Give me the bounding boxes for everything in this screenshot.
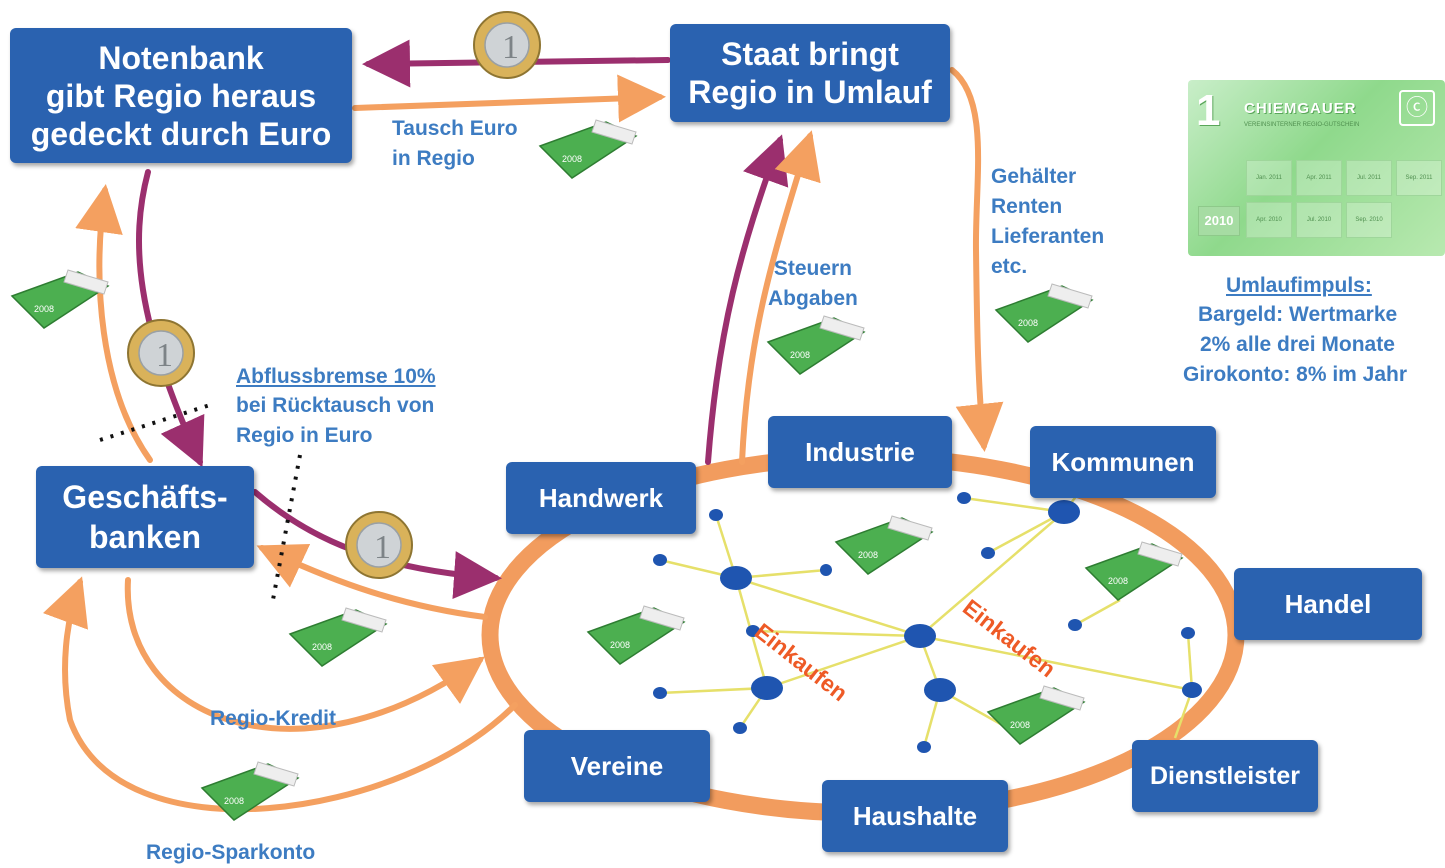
vereine-box: Vereine xyxy=(524,730,710,802)
svg-text:2008: 2008 xyxy=(312,642,332,652)
euro-coin-icon: 1 xyxy=(127,319,195,387)
haushalte-box: Haushalte xyxy=(822,780,1008,852)
voucher-name: CHIEMGAUER xyxy=(1244,100,1357,117)
svg-text:2008: 2008 xyxy=(790,350,810,360)
voucher-stamp: Jul. 2010 xyxy=(1296,202,1342,238)
tausch-label: Tausch Euro in Regio xyxy=(392,117,518,170)
notenbank-box: Notenbank gibt Regio heraus gedeckt durc… xyxy=(10,28,352,163)
regio-sparkonto-label: Regio-Sparkonto xyxy=(146,841,316,864)
voucher-stamp: Sep. 2010 xyxy=(1346,202,1392,238)
svg-text:2008: 2008 xyxy=(562,154,582,164)
regio-banknote-icon: 2008 xyxy=(586,605,686,665)
svg-text:2008: 2008 xyxy=(610,640,630,650)
voucher-year: 2010 xyxy=(1198,206,1240,236)
industrie-box: Industrie xyxy=(768,416,952,488)
regio-banknote-icon: 2008 xyxy=(538,119,638,179)
network-nodes xyxy=(653,492,1202,753)
svg-text:2008: 2008 xyxy=(224,796,244,806)
svg-text:1: 1 xyxy=(502,29,519,66)
regio-banknote-icon: 2008 xyxy=(834,515,934,575)
abflussbremse-body: bei Rücktausch von Regio in Euro xyxy=(236,394,435,447)
chiemgauer-voucher: 1 CHIEMGAUER VEREINSINTERNER REGIO-GUTSC… xyxy=(1188,80,1445,256)
voucher-stamp: Apr. 2011 xyxy=(1296,160,1342,196)
regio-banknote-icon: 2008 xyxy=(986,685,1086,745)
umlaufimpuls-line-1: Bargeld: Wertmarke xyxy=(1198,303,1398,326)
svg-text:2008: 2008 xyxy=(1018,318,1038,328)
gehaelter-label: Gehälter Renten Lieferanten etc. xyxy=(991,165,1105,278)
regio-banknote-icon: 2008 xyxy=(766,315,866,375)
regio-banknote-icon: 2008 xyxy=(10,269,110,329)
umlaufimpuls-line-2: 2% alle drei Monate xyxy=(1200,333,1395,356)
svg-text:2008: 2008 xyxy=(34,304,54,314)
svg-text:2008: 2008 xyxy=(1108,576,1128,586)
handel-box: Handel xyxy=(1234,568,1422,640)
svg-text:2008: 2008 xyxy=(1010,720,1030,730)
regio-kredit-label: Regio-Kredit xyxy=(210,707,336,730)
voucher-stamp: Jul. 2011 xyxy=(1346,160,1392,196)
handwerk-box: Handwerk xyxy=(506,462,696,534)
umlaufimpuls-line-3: Girokonto: 8% im Jahr xyxy=(1183,363,1408,386)
voucher-stamp: Apr. 2010 xyxy=(1246,202,1292,238)
svg-text:2008: 2008 xyxy=(858,550,878,560)
umlaufimpuls-title: Umlaufimpuls: xyxy=(1226,274,1372,297)
voucher-stamp: Sep. 2011 xyxy=(1396,160,1442,196)
abflussbremse-line-1 xyxy=(99,403,211,442)
regio-banknote-icon: 2008 xyxy=(1084,541,1184,601)
kommunen-box: Kommunen xyxy=(1030,426,1216,498)
euro-coin-icon: 1 xyxy=(345,511,413,579)
chiemgauer-logo-icon: ⓒ xyxy=(1399,90,1435,126)
voucher-denomination: 1 xyxy=(1196,86,1221,135)
regio-banknote-icon: 2008 xyxy=(200,761,300,821)
steuern-label: Steuern Abgaben xyxy=(768,257,858,310)
euro-coin-icon: 1 xyxy=(473,11,541,79)
svg-text:1: 1 xyxy=(156,337,173,374)
abflussbremse-line-2 xyxy=(270,454,302,606)
regio-banknote-icon: 2008 xyxy=(288,607,388,667)
voucher-stamp: Jan. 2011 xyxy=(1246,160,1292,196)
voucher-subtitle: VEREINSINTERNER REGIO-GUTSCHEIN xyxy=(1244,122,1360,128)
regio-banknote-icon: 2008 xyxy=(994,283,1094,343)
staat-box: Staat bringt Regio in Umlauf xyxy=(670,24,950,122)
flow-arrows xyxy=(42,39,1004,813)
abflussbremse-title: Abflussbremse 10% xyxy=(236,365,436,388)
dienstleister-box: Dienstleister xyxy=(1132,740,1318,812)
svg-text:1: 1 xyxy=(374,529,391,566)
geschaeftsbanken-box: Geschäfts- banken xyxy=(36,466,254,568)
